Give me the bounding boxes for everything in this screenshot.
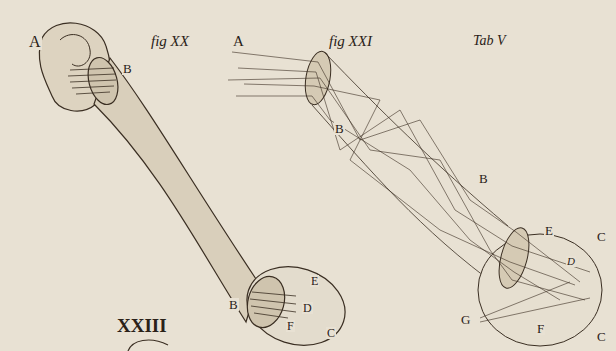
part-letter: B: [122, 62, 133, 75]
sound-rays: [228, 52, 590, 322]
part-letter: fig XX: [150, 34, 190, 49]
part-letter: F: [536, 322, 545, 335]
part-letter: Tab V: [472, 34, 507, 48]
part-letter: F: [286, 320, 295, 332]
part-letter: C: [596, 330, 607, 343]
tube-side: [312, 105, 500, 288]
part-letter: B: [478, 172, 489, 185]
part-letter: B: [228, 298, 239, 311]
part-letter: fig XXI: [328, 34, 373, 49]
part-letter: C: [596, 230, 607, 243]
part-letter: C: [326, 327, 336, 339]
bell-region: [237, 254, 356, 351]
part-letter: B: [334, 122, 345, 135]
ear-fold: [60, 35, 90, 66]
tube-body: [94, 58, 258, 322]
figure-twenty: [39, 23, 355, 351]
part-letter: D: [566, 256, 576, 267]
part-letter: D: [302, 302, 313, 314]
outlet-disc: [493, 225, 534, 292]
hatching: [68, 68, 116, 94]
part-letter: XXIII: [116, 316, 168, 335]
figure-twenty-one: [228, 49, 602, 346]
next-figure-fragment: [128, 340, 168, 351]
bell-disc: [242, 272, 290, 332]
hatching: [250, 292, 296, 318]
part-letter: G: [460, 313, 471, 326]
part-letter: A: [28, 34, 42, 50]
part-letter: A: [232, 34, 245, 49]
part-letter: E: [310, 275, 319, 287]
part-letter: E: [544, 224, 554, 237]
